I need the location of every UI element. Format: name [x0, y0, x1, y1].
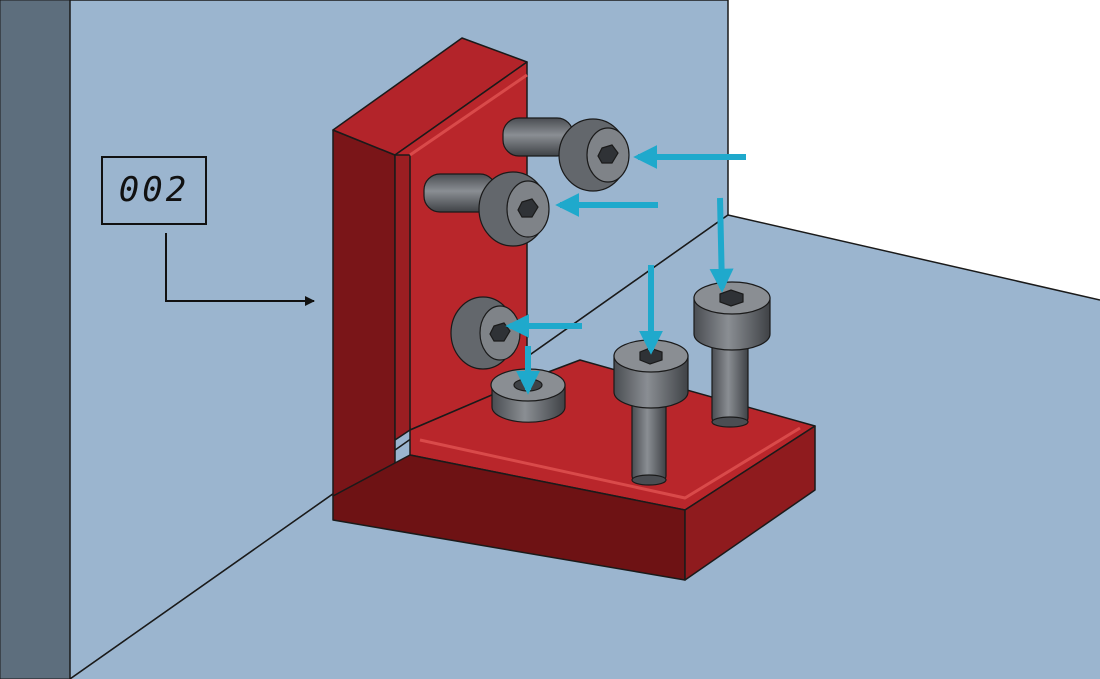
- bracket-base-right-face: [684, 425, 816, 581]
- hex-socket-icon: [719, 289, 744, 307]
- bracket-base-chamfer-line: [419, 426, 801, 500]
- wall-edge: [0, 0, 71, 679]
- floor-back-edge: [727, 214, 1100, 301]
- hex-socket-icon: [489, 322, 511, 342]
- leader-arrow-icon: [165, 233, 315, 306]
- screw-horizontal-2: [423, 171, 550, 247]
- bracket-fillet: [394, 154, 411, 441]
- assembly-arrow-icon: [709, 197, 734, 293]
- part-label: 002: [119, 170, 189, 210]
- hex-socket-icon: [639, 347, 663, 365]
- hex-socket-icon: [597, 144, 619, 164]
- screw-tip: [711, 416, 749, 428]
- assembly-arrows: [505, 145, 746, 395]
- screw-vertical-1: [613, 339, 689, 486]
- bracket-chamfer-line: [409, 73, 528, 157]
- screw-horizontal-1: [502, 117, 630, 192]
- hex-socket-icon: [517, 198, 539, 218]
- part-label-box: [101, 156, 207, 225]
- bracket-side-face: [332, 129, 396, 501]
- screw-tip: [631, 474, 667, 486]
- part-callout: 002: [101, 156, 315, 306]
- wall-floor-front-edge: [69, 495, 331, 679]
